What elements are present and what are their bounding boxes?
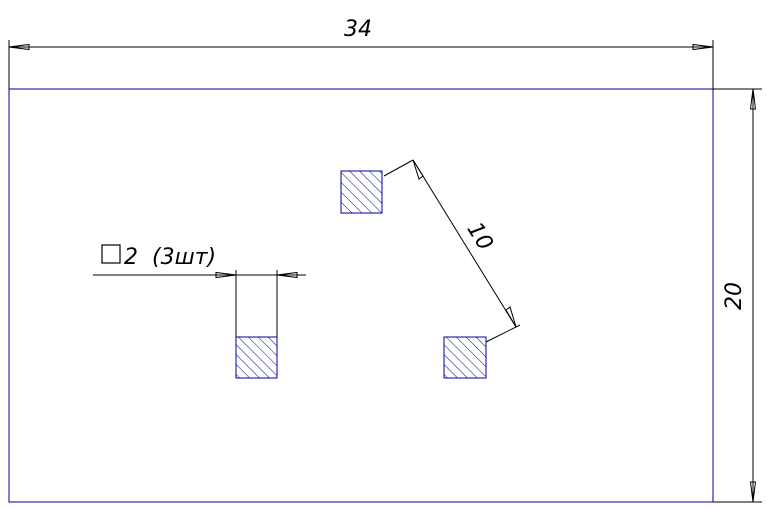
spacing-label: 10 [461, 218, 497, 255]
width-label: 34 [344, 17, 372, 42]
quantity-label: (3шт) [152, 245, 216, 270]
spacing-dimension: 10 [383, 159, 521, 343]
plate-outline [8, 88, 714, 503]
square-symbol-icon [101, 244, 121, 264]
hatched-square-3 [235, 336, 278, 379]
square-size-label: 2 [124, 245, 138, 270]
hatched-square-1 [340, 170, 383, 214]
height-label: 20 [722, 282, 747, 310]
square-size-dimension: 2 (3шт) [93, 244, 306, 337]
hatched-square-2 [443, 336, 487, 379]
height-dimension: 20 [722, 88, 757, 503]
width-dimension: 34 [8, 17, 714, 51]
